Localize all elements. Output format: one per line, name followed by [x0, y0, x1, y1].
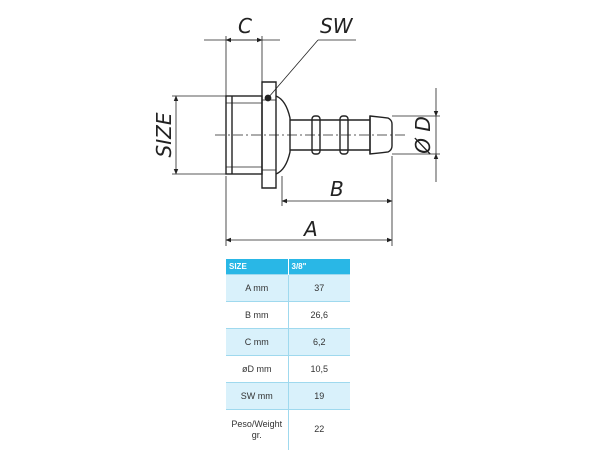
row-label: B mm: [226, 301, 289, 329]
label-d: Ø D: [411, 116, 435, 155]
table-row: øD mm 10,5: [226, 355, 350, 383]
row-value: 10,5: [288, 355, 350, 383]
row-label: C mm: [226, 328, 289, 356]
fitting-outline: [225, 81, 393, 189]
spec-table: SIZE 3/8" A mm 37 B mm 26,6 C mm 6,2 øD …: [226, 259, 350, 450]
header-size-value: 3/8": [288, 259, 350, 275]
row-label: Peso/Weight gr.: [226, 409, 289, 450]
row-value: 22: [288, 409, 350, 450]
row-label: SW mm: [226, 382, 289, 410]
row-value: 19: [288, 382, 350, 410]
label-a: A: [302, 217, 318, 241]
table-row: B mm 26,6: [226, 301, 350, 329]
table-row: C mm 6,2: [226, 328, 350, 356]
label-size: SIZE: [152, 112, 176, 157]
table-row: Peso/Weight gr. 22: [226, 409, 350, 450]
row-value: 26,6: [288, 301, 350, 329]
row-value: 37: [288, 274, 350, 302]
table-row: A mm 37: [226, 274, 350, 302]
row-label: A mm: [226, 274, 289, 302]
label-sw: SW: [320, 14, 354, 38]
label-c: C: [238, 14, 252, 38]
hex-nut: [261, 81, 277, 189]
header-size: SIZE: [226, 259, 289, 275]
row-value: 6,2: [288, 328, 350, 356]
row-label: øD mm: [226, 355, 289, 383]
fitting-technical-drawing: C SW SIZE B A Ø D: [152, 14, 440, 246]
table-header-row: SIZE 3/8": [226, 259, 350, 275]
dimension-lines: [172, 36, 440, 246]
barb-tip: [369, 115, 393, 155]
label-b: B: [330, 177, 344, 201]
table-row: SW mm 19: [226, 382, 350, 410]
